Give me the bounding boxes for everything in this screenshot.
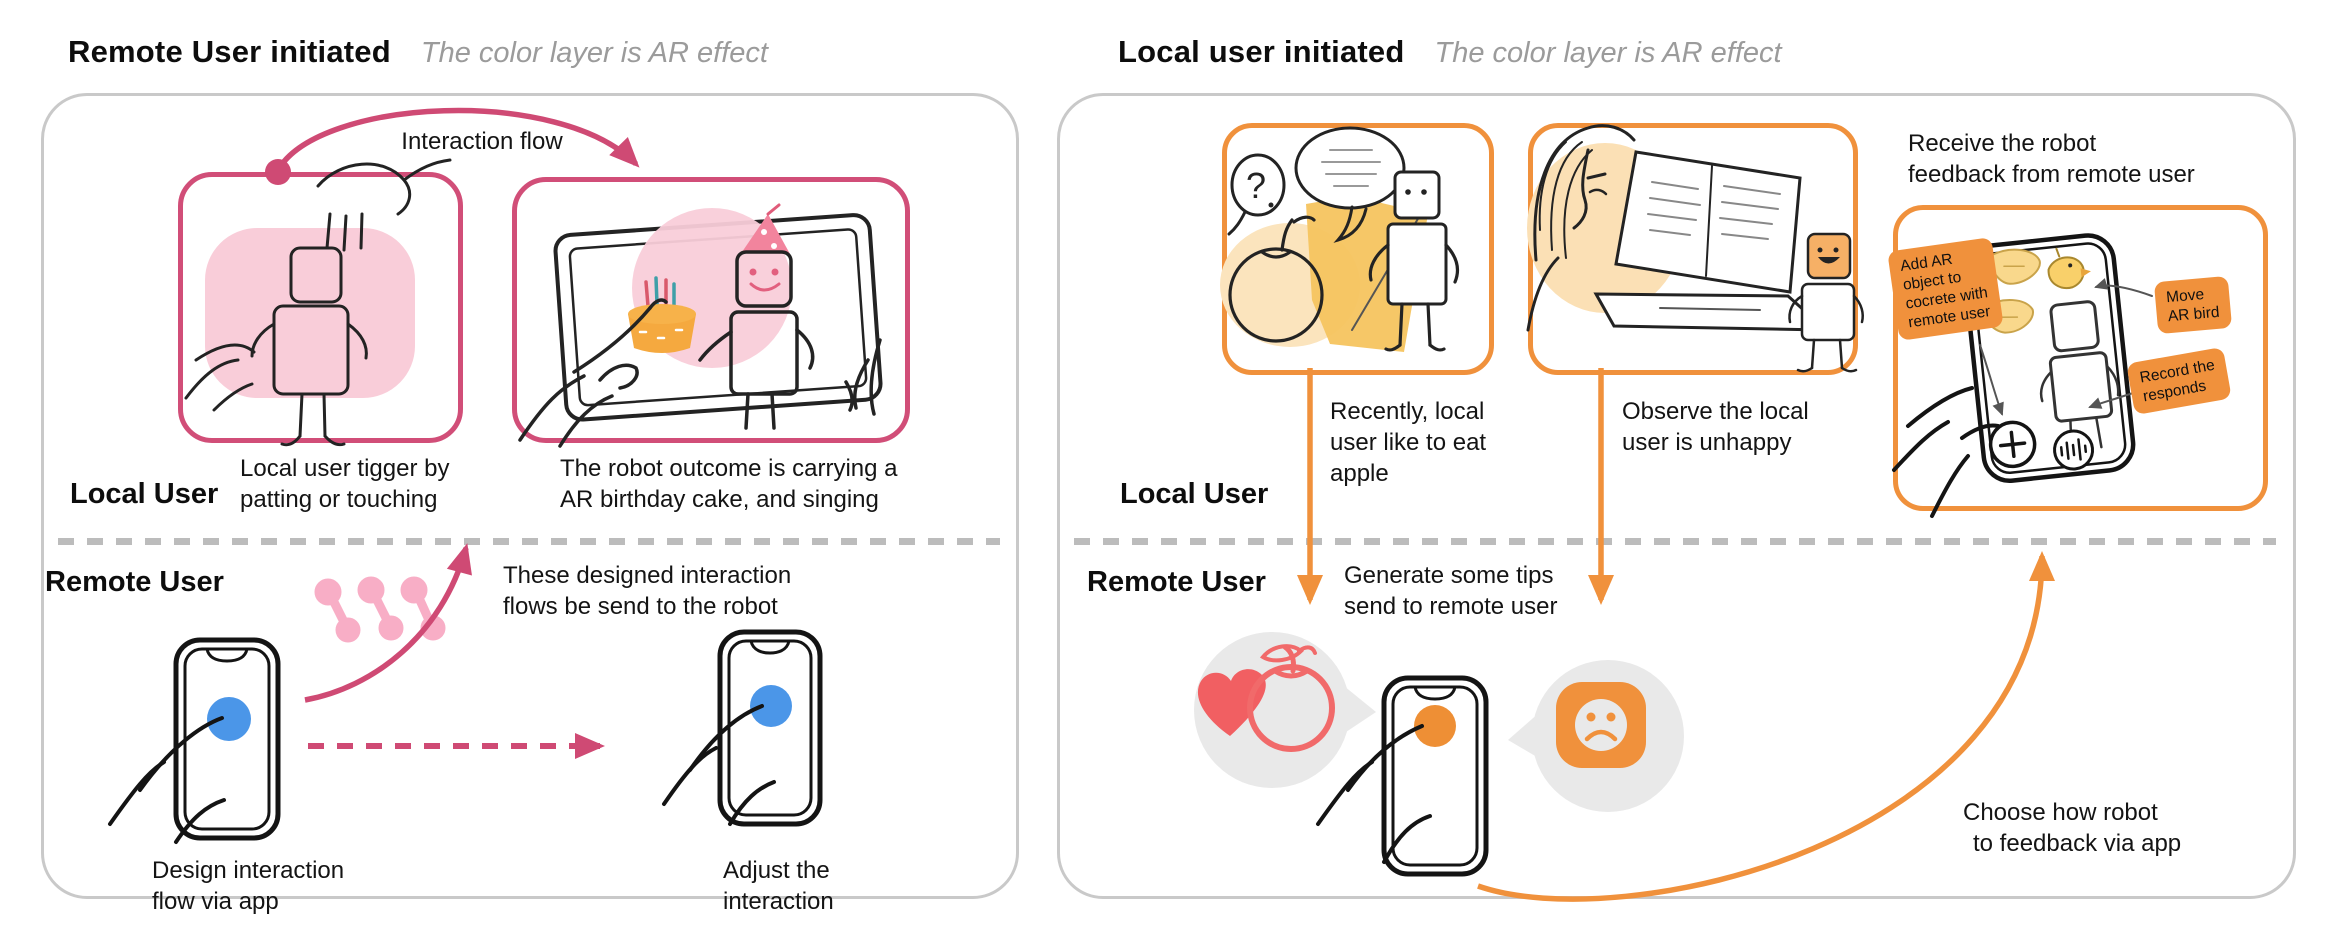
note-generate-tips: Generate some tips send to remote user: [1344, 560, 1557, 622]
caption-adjust: Adjust the interaction: [723, 855, 834, 917]
interaction-flow-text: Interaction flow: [401, 128, 563, 155]
left-panel-title: Remote User initiated: [68, 34, 391, 69]
tag-add-ar-object: Add AR object to cocrete with remote use…: [1887, 237, 2004, 341]
right-local-user-label: Local User: [1120, 478, 1269, 510]
interaction-flow-label: Interaction flow: [382, 126, 582, 157]
caption-line: Generate some tips: [1344, 562, 1554, 589]
scene-box-patting: [178, 172, 463, 443]
caption-line: user is unhappy: [1622, 429, 1792, 456]
caption-outcome: The robot outcome is carrying a AR birth…: [560, 453, 898, 515]
left-panel-subtitle: The color layer is AR effect: [420, 37, 768, 69]
right-panel-subtitle: The color layer is AR effect: [1434, 37, 1782, 69]
tag-move-ar-bird: Move AR bird: [2153, 275, 2232, 335]
left-role-divider: [58, 538, 1000, 545]
caption-line: Recently, local: [1330, 398, 1485, 425]
caption-line: AR birthday cake, and singing: [560, 486, 879, 513]
caption-line: apple: [1330, 460, 1389, 487]
caption-line: interaction: [723, 888, 834, 915]
left-local-user-label: Local User: [70, 478, 219, 510]
note-choose-feedback: Choose how robot to feedback via app: [1963, 797, 2181, 859]
tag-line: AR bird: [2167, 303, 2221, 326]
caption-line: Design interaction: [152, 857, 345, 884]
caption-line: flows be send to the robot: [503, 593, 778, 620]
caption-trigger: Local user tigger by patting or touching: [240, 453, 449, 515]
caption-line: Adjust the: [723, 857, 830, 884]
caption-line: patting or touching: [240, 486, 438, 513]
heading-receive-feedback: Receive the robot feedback from remote u…: [1908, 128, 2195, 190]
caption-line: Receive the robot: [1908, 130, 2097, 157]
caption-line: feedback from remote user: [1908, 161, 2195, 188]
caption-line: Local user tigger by: [240, 455, 450, 482]
caption-design-app: Design interaction flow via app: [152, 855, 344, 917]
caption-line: Observe the local: [1622, 398, 1809, 425]
left-remote-user-label: Remote User: [45, 566, 224, 598]
caption-line: These designed interaction: [503, 562, 792, 589]
right-panel-header: Local user initiated The color layer is …: [1118, 34, 1782, 70]
right-panel-title: Local user initiated: [1118, 34, 1405, 69]
right-role-divider: [1074, 538, 2276, 545]
left-panel-header: Remote User initiated The color layer is…: [68, 34, 768, 70]
caption-line: to feedback via app: [1973, 830, 2182, 857]
right-remote-user-label: Remote User: [1087, 566, 1266, 598]
caption-unhappy: Observe the local user is unhappy: [1622, 396, 1809, 458]
caption-line: Choose how robot: [1963, 799, 2158, 826]
scene-box-apple: [1222, 123, 1494, 375]
caption-line: The robot outcome is carrying a: [560, 455, 898, 482]
note-send-to-robot: These designed interaction flows be send…: [503, 560, 791, 622]
caption-apple: Recently, local user like to eat apple: [1330, 396, 1486, 489]
caption-line: flow via app: [152, 888, 279, 915]
caption-line: user like to eat: [1330, 429, 1487, 456]
scene-box-laptop: [1528, 123, 1858, 375]
scene-box-tablet-robot: [512, 177, 910, 443]
caption-line: send to remote user: [1344, 593, 1558, 620]
